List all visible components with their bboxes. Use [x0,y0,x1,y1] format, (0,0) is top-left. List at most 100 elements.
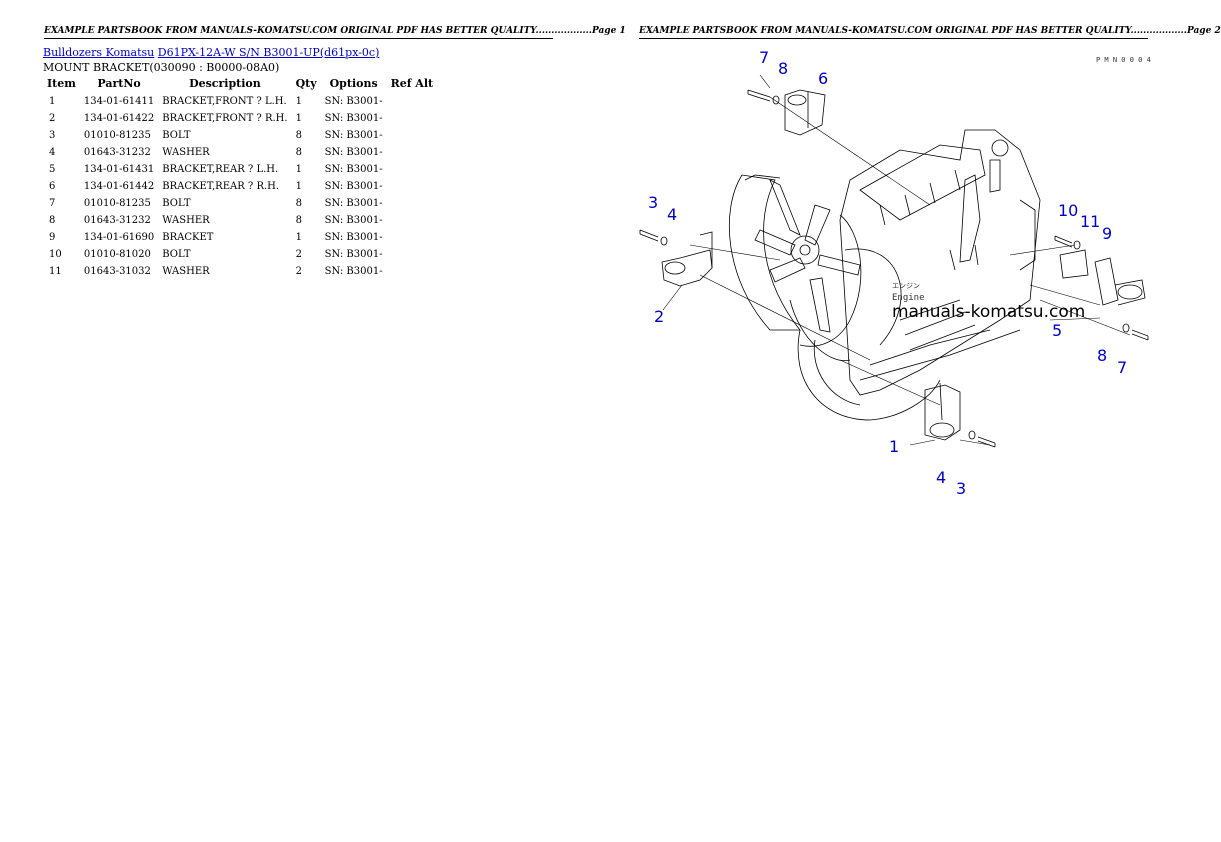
cell-item: 6 [49,181,56,192]
cell-partno: 01643-31032 [83,266,151,277]
cell-partno: 134-01-61422 [83,113,155,124]
cell-refalt [387,212,438,229]
cell-refalt [387,263,438,280]
cell-partno: 134-01-61431 [83,164,155,175]
bolt-washer-left [639,229,668,246]
cell-qty: 2 [295,266,302,277]
cell-qty: 8 [295,130,302,141]
cell-options: SN: B3001- [324,249,383,260]
cell-description: BRACKET,REAR ? L.H. [162,164,279,175]
cell-description: BOLT [162,130,191,141]
callout-labels: 7 8 6 3 4 2 10 11 9 5 8 7 1 4 3 [648,48,1127,498]
table-row: 7 01010-81235 BOLT 8 SN: B3001- [43,195,437,212]
breadcrumb: Bulldozers Komatsu D61PX-12A-W S/N B3001… [43,46,379,59]
watermark: manuals-komatsu.com [892,302,1085,322]
col-header-partno: PartNo [97,77,141,90]
cell-item: 10 [49,249,62,260]
cell-qty: 1 [295,113,302,124]
cell-partno: 134-01-61411 [83,96,155,107]
cell-qty: 8 [295,198,302,209]
bracket-front-rh [661,231,713,287]
cooling-fan [728,174,862,362]
col-header-description: Description [189,77,261,90]
cell-description: BOLT [162,198,191,209]
cell-description: BRACKET [162,232,214,243]
cell-partno: 134-01-61442 [83,181,155,192]
diagram-ref-code: P M N 0 0 0 4 [1096,56,1151,64]
cell-item: 7 [49,198,56,209]
callout-7-right: 7 [1117,358,1127,377]
cell-description: WASHER [162,266,210,277]
callout-10: 10 [1058,201,1078,220]
col-header-qty: Qty [295,77,317,90]
bracket-right [1059,249,1146,306]
bolt-washer-top [747,89,780,105]
cell-item: 11 [49,266,62,277]
callout-11: 11 [1080,212,1100,231]
callout-4: 4 [667,205,677,224]
engine-lower-housing [797,248,941,421]
cell-options: SN: B3001- [324,96,383,107]
callout-7: 7 [759,48,769,67]
callout-3: 3 [648,193,658,212]
cell-options: SN: B3001- [324,181,383,192]
parts-table: Item PartNo Description Qty Options Ref … [43,76,437,280]
cell-refalt [387,178,438,195]
engine-block [839,129,1041,396]
callout-4-bottom: 4 [936,468,946,487]
page2-header: EXAMPLE PARTSBOOK FROM MANUALS-KOMATSU.C… [639,26,1221,39]
table-row: 6 134-01-61442 BRACKET,REAR ? R.H. 1 SN: B30… [43,178,437,195]
cell-qty: 1 [295,181,302,192]
cell-options: SN: B3001- [324,113,383,124]
cell-item: 9 [49,232,56,243]
cell-refalt [387,161,438,178]
bolt-washer-right [1054,235,1081,250]
breadcrumb-link-model[interactable]: D61PX-12A-W S/N B3001-UP(d61px-0c) [157,46,380,59]
cell-description: BRACKET,FRONT ? L.H. [162,96,287,107]
breadcrumb-link-bulldozers[interactable]: Bulldozers Komatsu [43,46,155,59]
cell-partno: 01643-31232 [83,147,151,158]
col-header-options: Options [329,77,378,90]
col-header-item: Item [47,77,76,90]
cell-options: SN: B3001- [324,198,383,209]
page1-header: EXAMPLE PARTSBOOK FROM MANUALS-KOMATSU.C… [44,26,626,39]
cell-qty: 1 [295,232,302,243]
cell-options: SN: B3001- [324,215,383,226]
cell-refalt [387,246,438,263]
cell-description: BOLT [162,249,191,260]
cell-item: 8 [49,215,56,226]
cell-item: 2 [49,113,56,124]
cell-description: WASHER [162,215,210,226]
cell-description: BRACKET,FRONT ? R.H. [162,113,288,124]
cell-options: SN: B3001- [324,130,383,141]
cell-item: 3 [49,130,56,141]
cell-partno: 01010-81235 [83,198,151,209]
cell-options: SN: B3001- [324,266,383,277]
cell-partno: 01010-81020 [83,249,151,260]
callout-8: 8 [778,59,788,78]
bracket-front-lh [924,382,961,441]
cell-refalt [387,229,438,246]
cell-qty: 8 [295,147,302,158]
engine-label-jp: エンジン [892,282,920,290]
cell-refalt [387,110,438,127]
callout-9: 9 [1102,224,1112,243]
cell-qty: 8 [295,215,302,226]
bracket-rear-rh [784,89,826,136]
table-row: 2 134-01-61422 BRACKET,FRONT ? R.H. 1 SN: B3… [43,110,437,127]
cell-qty: 1 [295,164,302,175]
cell-item: 1 [49,96,56,107]
cell-description: BRACKET,REAR ? R.H. [162,181,280,192]
callout-8-right: 8 [1097,346,1107,365]
col-header-refalt: Ref Alt [390,77,434,90]
callout-1: 1 [889,437,899,456]
page-subtitle: MOUNT BRACKET(030090 : B0000-08A0) [43,61,280,74]
engine-label: Engine [892,293,925,303]
cell-item: 5 [49,164,56,175]
